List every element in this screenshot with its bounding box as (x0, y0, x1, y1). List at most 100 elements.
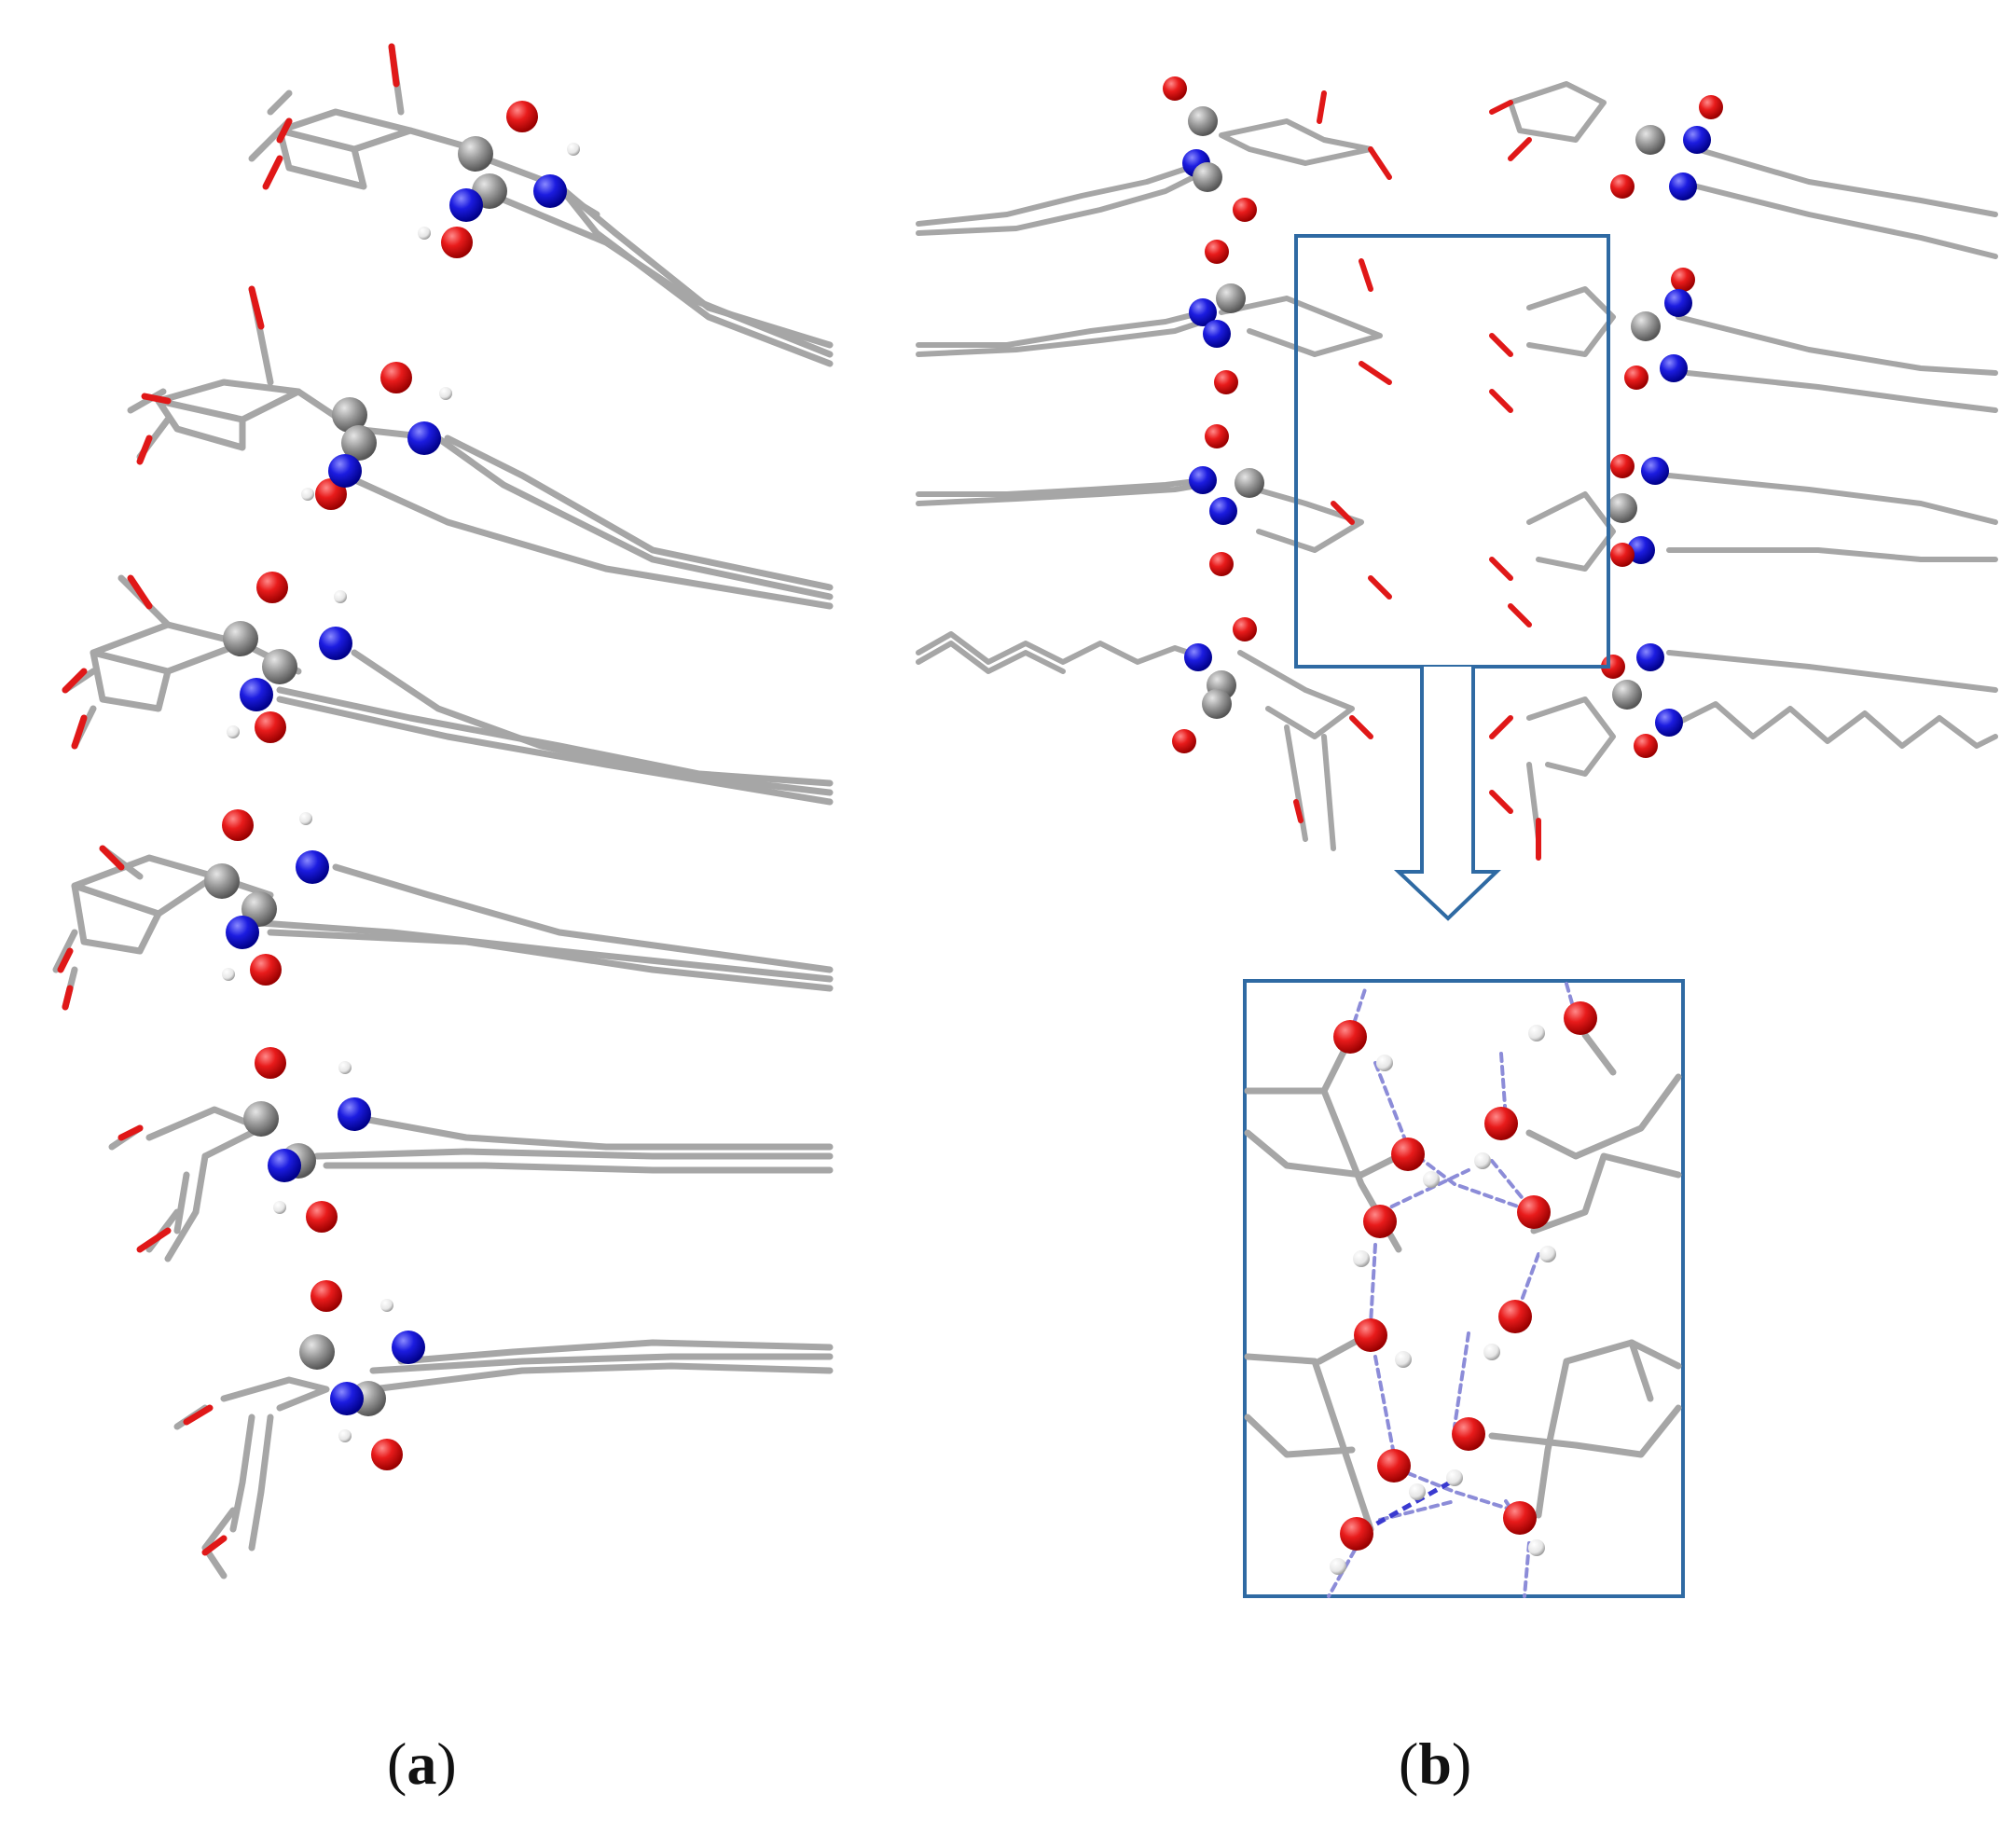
hydrogen-atom-icon (1353, 1250, 1370, 1267)
oxygen-atom-icon (222, 809, 254, 841)
carbon-atom-icon (458, 136, 493, 172)
molecule-a4 (52, 845, 834, 1011)
nitrogen-atom-icon (328, 454, 362, 488)
oxygen-atom-icon (1699, 95, 1723, 119)
hydrogen-atom-icon (1395, 1351, 1412, 1368)
oxygen-atom-icon (1377, 1449, 1411, 1483)
oxygen-atom-icon (1498, 1300, 1532, 1333)
carbon-atom-icon (1235, 468, 1264, 498)
hydrogen-atom-icon (567, 143, 580, 156)
hydrogen-atom-icon (1330, 1558, 1346, 1575)
hydrogen-atom-icon (1474, 1152, 1491, 1169)
oxygen-atom-icon (1354, 1318, 1387, 1352)
panel-label-a: (a) (387, 1731, 457, 1797)
oxygen-atom-icon (1610, 174, 1635, 199)
hydrogen-atom-icon (1423, 1171, 1440, 1188)
down-arrow-icon (1393, 667, 1501, 921)
panel-label-b: (b) (1399, 1731, 1472, 1797)
nitrogen-atom-icon (1664, 289, 1692, 317)
carbon-atom-icon (1193, 162, 1222, 192)
nitrogen-atom-icon (392, 1331, 425, 1364)
nitrogen-atom-icon (330, 1382, 364, 1415)
oxygen-atom-icon (1484, 1107, 1518, 1140)
nitrogen-atom-icon (1184, 643, 1212, 671)
nitrogen-atom-icon (1189, 466, 1217, 494)
carbon-atom-icon (243, 1101, 279, 1137)
molecule-a2 (127, 285, 834, 610)
panel-a-atoms (204, 101, 580, 1470)
oxygen-atom-icon (1205, 240, 1229, 264)
nitrogen-atom-icon (449, 188, 483, 222)
oxygen-atom-icon (1610, 543, 1635, 567)
hydrogen-atom-icon (1539, 1246, 1556, 1262)
nitrogen-atom-icon (1209, 497, 1237, 525)
carbon-atom-icon (332, 397, 367, 433)
oxygen-atom-icon (380, 362, 412, 393)
oxygen-atom-icon (1671, 268, 1695, 292)
nitrogen-atom-icon (1189, 298, 1217, 326)
nitrogen-atom-icon (226, 916, 259, 949)
oxygen-atom-icon (1333, 1020, 1367, 1054)
oxygen-atom-icon (1340, 1517, 1373, 1551)
hydrogen-atom-icon (439, 387, 452, 400)
carbon-atom-icon (341, 425, 377, 461)
oxygen-atom-icon (306, 1201, 338, 1233)
hydrogen-atom-icon (273, 1201, 286, 1214)
oxygen-atom-icon (1363, 1205, 1397, 1238)
carbon-atom-icon (299, 1334, 335, 1370)
hydrogen-atom-icon (338, 1061, 352, 1074)
nitrogen-atom-icon (1669, 172, 1697, 200)
nitrogen-atom-icon (338, 1097, 371, 1131)
oxygen-atom-icon (371, 1439, 403, 1470)
molecule-a3 (62, 574, 834, 806)
hydrogen-atom-icon (334, 590, 347, 603)
oxygen-atom-icon (441, 227, 473, 258)
hydrogen-atom-icon (1446, 1469, 1463, 1486)
carbon-atom-icon (1631, 311, 1661, 341)
nitrogen-atom-icon (1636, 643, 1664, 671)
hydrogen-atom-icon (227, 725, 240, 738)
carbon-atom-icon (223, 621, 258, 656)
oxygen-atom-icon (1233, 198, 1257, 222)
carbon-atom-icon (262, 649, 297, 684)
oxygen-atom-icon (1517, 1195, 1551, 1229)
molecule-a1 (248, 43, 834, 367)
nitrogen-atom-icon (533, 174, 567, 208)
oxygen-atom-icon (1564, 1001, 1597, 1035)
selection-frame (1294, 234, 1610, 669)
carbon-atom-icon (1635, 125, 1665, 155)
molecule-a6 (173, 1339, 834, 1579)
panel-label-b-letter: b (1418, 1731, 1452, 1797)
oxygen-atom-icon (1503, 1501, 1537, 1535)
oxygen-atom-icon (506, 101, 538, 132)
nitrogen-atom-icon (1655, 709, 1683, 737)
hydrogen-atom-icon (380, 1299, 393, 1312)
panel-b-atoms (1163, 76, 1723, 758)
nitrogen-atom-icon (319, 627, 352, 660)
oxygen-atom-icon (310, 1280, 342, 1312)
oxygen-atom-icon (1634, 734, 1658, 758)
nitrogen-atom-icon (240, 678, 273, 711)
panel-b-hydroxyl-stubs (1293, 90, 1541, 861)
oxygen-atom-icon (1391, 1138, 1425, 1171)
nitrogen-atom-icon (296, 850, 329, 884)
nitrogen-atom-icon (1683, 126, 1711, 154)
oxygen-atom-icon (1163, 76, 1187, 101)
oxygen-atom-icon (1214, 370, 1238, 394)
carbon-atom-icon (1188, 106, 1218, 136)
nitrogen-atom-icon (1641, 457, 1669, 485)
panel-label-a-letter: a (407, 1731, 437, 1797)
oxygen-atom-icon (1624, 365, 1648, 390)
carbon-atom-icon (1607, 493, 1637, 523)
hydrogen-atom-icon (301, 488, 314, 501)
hydrogen-atom-icon (1409, 1483, 1426, 1500)
oxygen-atom-icon (1233, 617, 1257, 641)
nitrogen-atom-icon (1660, 354, 1688, 382)
hydrogen-atom-icon (338, 1429, 352, 1442)
hydrogen-atom-icon (418, 227, 431, 240)
nitrogen-atom-icon (1203, 320, 1231, 348)
oxygen-atom-icon (1205, 424, 1229, 448)
hydrogen-atom-icon (1376, 1055, 1393, 1071)
oxygen-atom-icon (255, 1047, 286, 1079)
nitrogen-atom-icon (268, 1149, 301, 1182)
